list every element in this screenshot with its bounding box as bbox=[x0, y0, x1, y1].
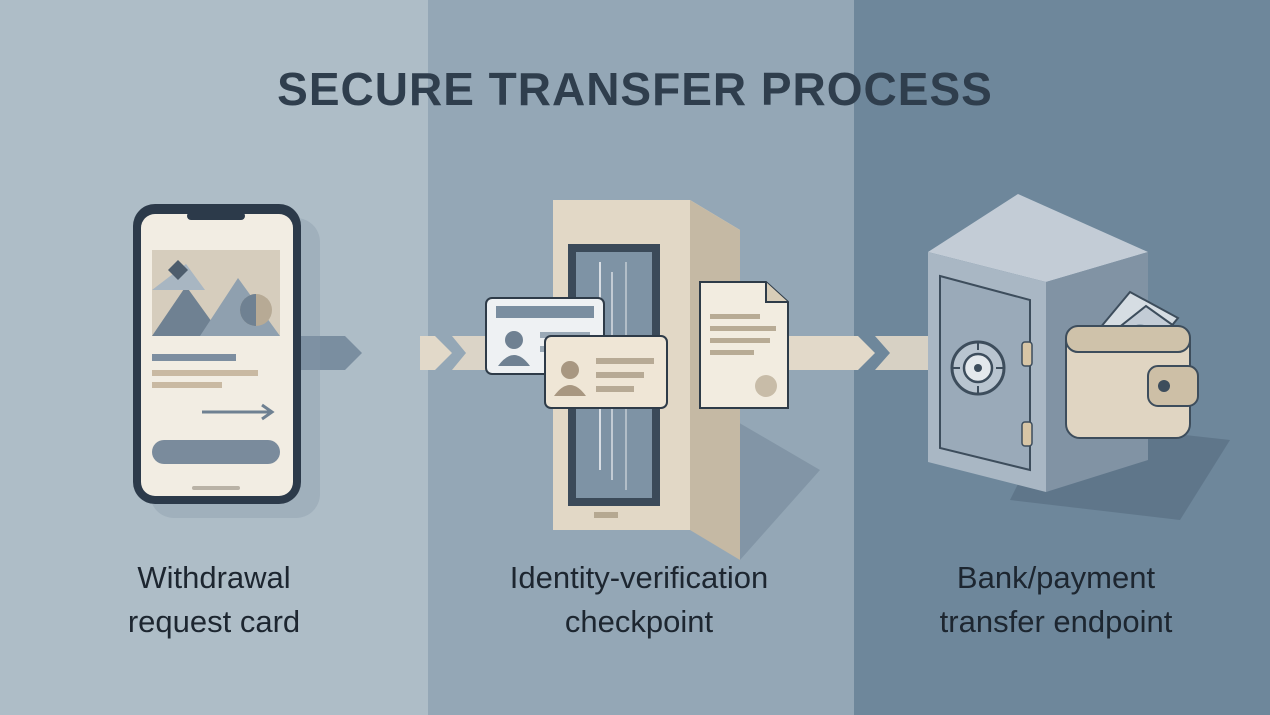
caption-line-1: Bank/payment bbox=[956, 560, 1156, 595]
caption-line-2: transfer endpoint bbox=[939, 604, 1173, 639]
id-scanner-icon bbox=[485, 200, 820, 560]
bank-vault-icon bbox=[928, 194, 1230, 520]
step-caption-bank: Bank/payment transfer endpoint bbox=[866, 556, 1246, 644]
step-caption-identity: Identity-verification checkpoint bbox=[449, 556, 829, 644]
caption-line-2: checkpoint bbox=[564, 604, 714, 639]
caption-line-2: request card bbox=[127, 604, 301, 639]
step-caption-withdrawal: Withdrawal request card bbox=[24, 556, 404, 644]
caption-line-1: Identity-verification bbox=[509, 560, 769, 595]
page-title: SECURE TRANSFER PROCESS bbox=[277, 63, 993, 115]
smartphone-icon bbox=[133, 204, 320, 518]
caption-line-1: Withdrawal bbox=[137, 560, 291, 595]
